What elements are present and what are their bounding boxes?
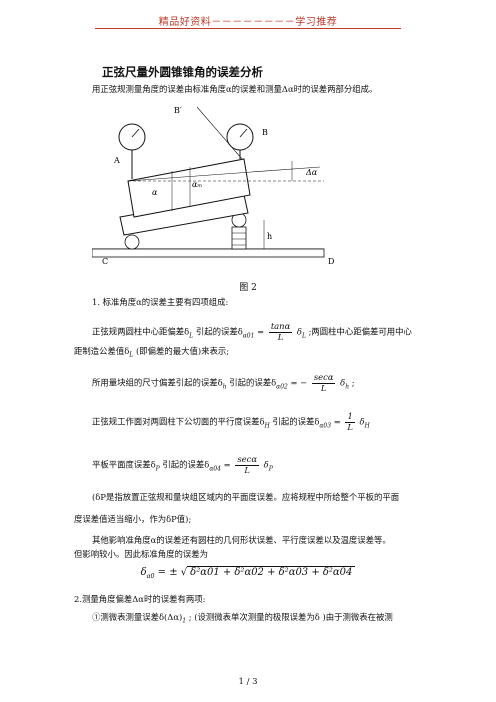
label-d: D	[328, 257, 334, 266]
label-a: A	[113, 156, 120, 165]
label-delta-alpha: Δα	[305, 168, 318, 177]
figure-caption: 图 2	[239, 283, 257, 293]
note-line2: 度误差值适当缩小，作为δP值);	[74, 514, 192, 524]
page-number: 1 / 3	[238, 677, 258, 687]
label-c: C	[102, 257, 108, 266]
page-header: 精品好资料－－－－－－－－学习推荐	[158, 17, 338, 28]
other-line2: 但影响较小。因此标准角度的误差为	[74, 549, 208, 559]
label-b-prime: B′	[174, 106, 182, 115]
label-alpha-m: αₘ	[192, 180, 202, 189]
label-h: h	[267, 232, 272, 241]
intro-paragraph: 用正弦规测量角度的误差由标准角度α的误差和测量Δα时的误差两部分组成。	[92, 84, 378, 94]
section2-heading: 2.测量角度偏差Δα时的误差有两项:	[74, 594, 206, 604]
section1-heading: 1. 标准角度α的误差主要有四项组成:	[92, 297, 229, 307]
other-line1: 其他影响准角度α的误差还有圆柱的几何形状误差、平行度误差以及温度误差等。	[92, 535, 391, 545]
total-error-formula: δα0 = ± √δ²α01 + δ²α02 + δ²α03 + δ²α04	[0, 566, 496, 580]
label-b: B	[262, 128, 268, 137]
label-alpha: α	[152, 188, 158, 197]
document-title: 正弦尺量外圆锥锥角的误差分析	[102, 65, 263, 79]
header-rule	[95, 28, 401, 29]
item1-line2: 距制造公差值δL (即偏差的最大值)来表示;	[74, 346, 230, 359]
note-line1: (δP是指放置正弦规和量块组区域内的平面度误差。应将规程中所给整个平板的平面	[92, 492, 400, 502]
section2-item1: ①测微表测量误差δ(Δα)1 ; (设测微表单次测量的极限误差为δ )由于测微表…	[92, 612, 393, 625]
sine-bar-diagram: A B′ B C D h α αₘ Δα	[92, 106, 334, 266]
